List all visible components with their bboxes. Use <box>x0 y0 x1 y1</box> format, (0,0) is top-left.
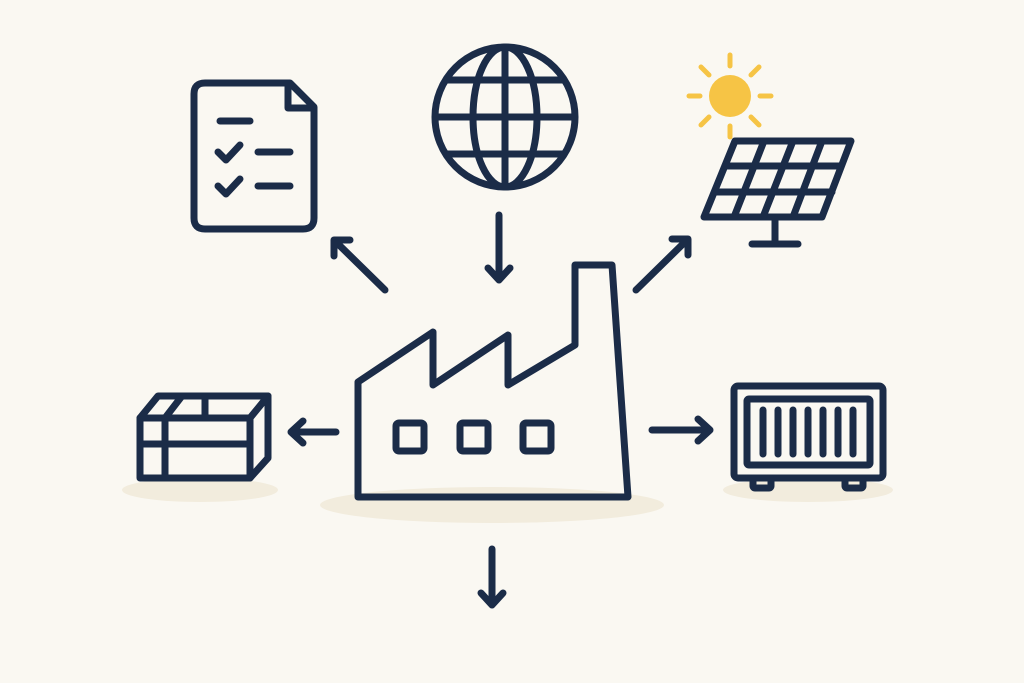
container-icon <box>730 382 887 492</box>
solar-panel-icon <box>700 137 855 248</box>
arrow-to-box <box>287 417 340 447</box>
factory-window <box>392 419 428 455</box>
box-shadow <box>122 478 278 502</box>
factory-shadow <box>320 487 664 523</box>
arrow-to-container <box>648 415 714 445</box>
arrow-down-output <box>477 545 507 609</box>
globe-icon <box>431 43 579 191</box>
factory-window <box>519 419 555 455</box>
factory-window <box>456 419 492 455</box>
arrow-down-from-globe <box>484 211 514 284</box>
factory-icon <box>354 261 632 501</box>
arrow-to-solar <box>632 235 692 294</box>
container-shadow <box>723 478 893 502</box>
package-box-icon <box>136 392 272 482</box>
arrow-to-document <box>330 236 389 294</box>
checklist-document-icon <box>190 79 318 233</box>
sun-icon <box>686 52 774 140</box>
